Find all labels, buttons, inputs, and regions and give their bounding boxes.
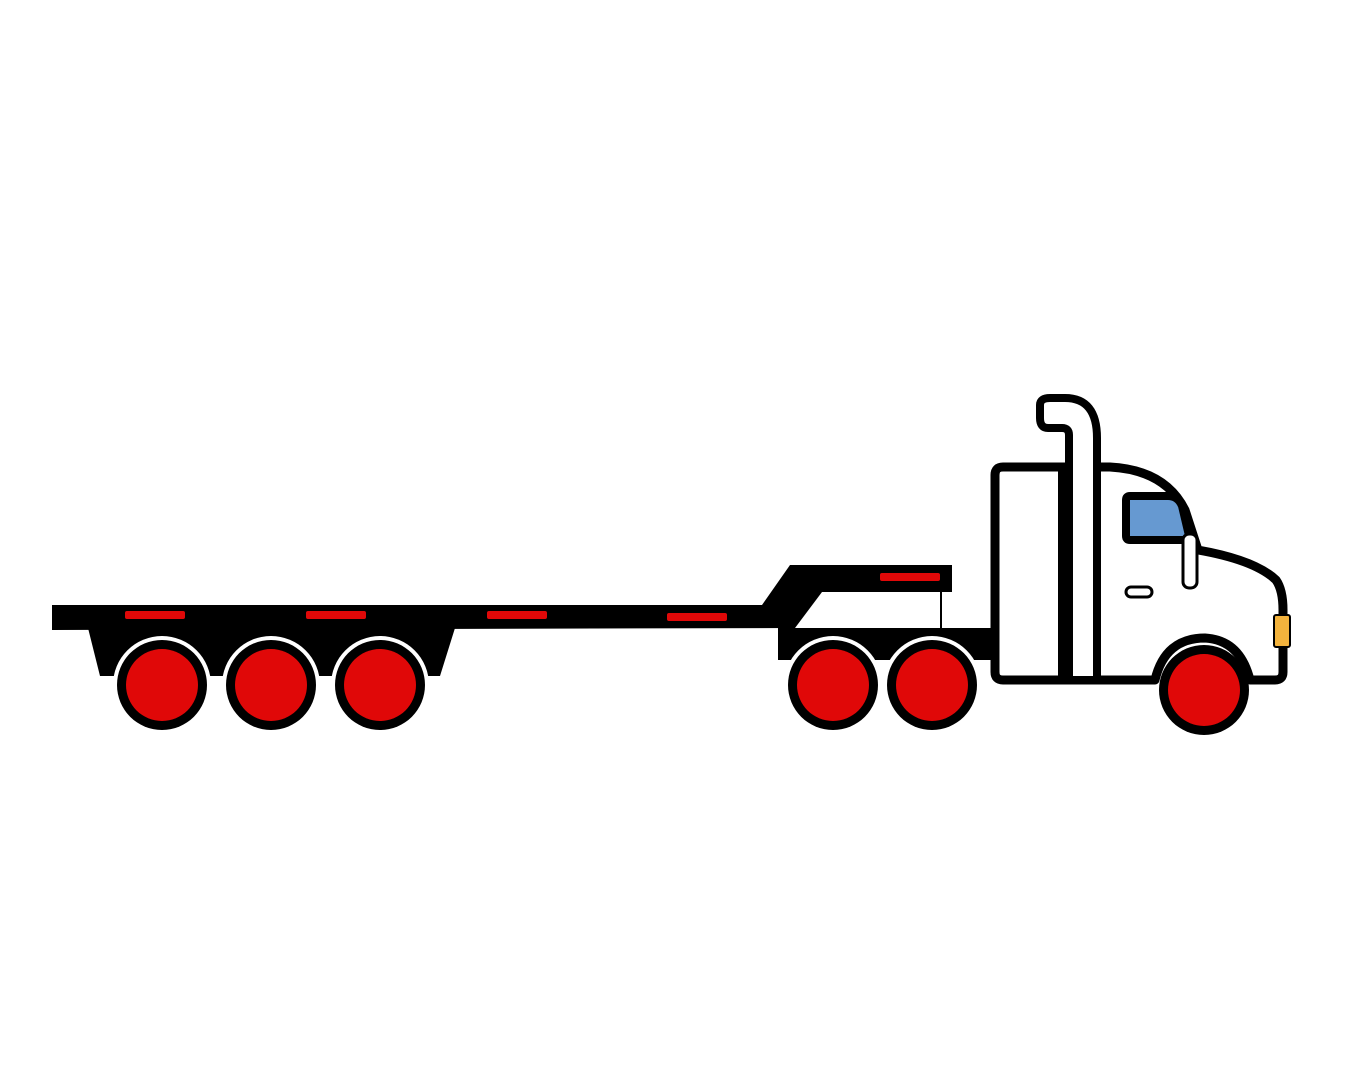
wheel xyxy=(1159,645,1249,735)
wheel xyxy=(331,636,429,734)
door-handle xyxy=(1124,585,1154,599)
trailer-deck xyxy=(52,565,952,630)
headlight xyxy=(1273,614,1291,648)
marker-light xyxy=(880,573,940,581)
trailer-wheels xyxy=(113,636,429,734)
wheel xyxy=(883,636,981,734)
tractor-front-wheel xyxy=(1159,645,1249,735)
cab-window xyxy=(1122,492,1194,544)
marker-light xyxy=(125,611,185,619)
wheel xyxy=(222,636,320,734)
marker-light xyxy=(667,613,727,621)
exhaust-stack xyxy=(1036,394,1101,684)
side-mirror xyxy=(1181,532,1199,590)
wheel xyxy=(113,636,211,734)
tractor xyxy=(990,394,1291,685)
marker-light xyxy=(306,611,366,619)
wheel xyxy=(784,636,882,734)
tractor-rear-wheels xyxy=(784,636,981,734)
marker-light xyxy=(487,611,547,619)
